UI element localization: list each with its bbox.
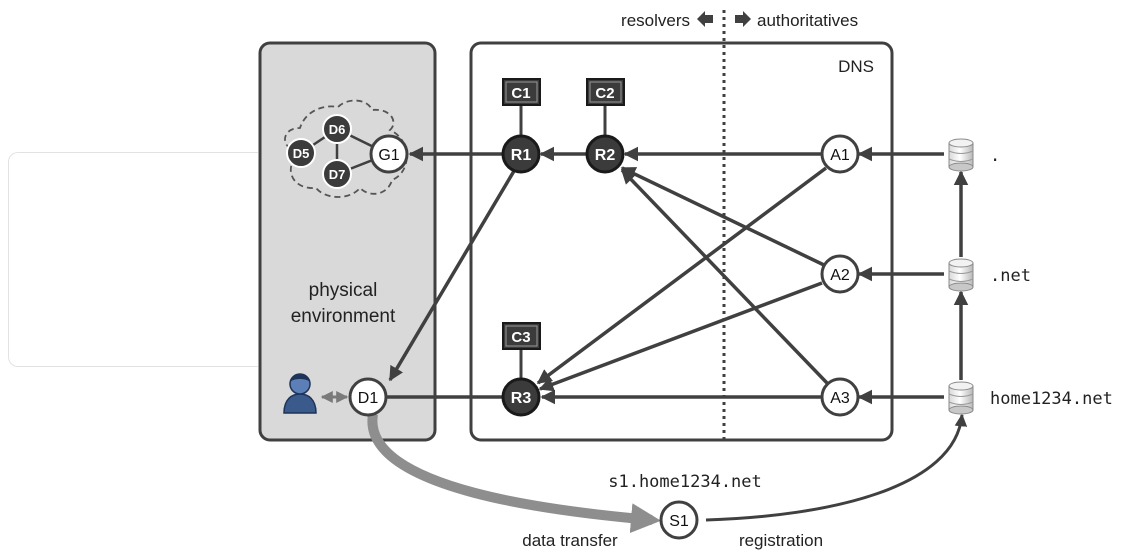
registration-arrow (705, 413, 968, 522)
zone-net-label: .net (990, 266, 1031, 286)
arrow-r1-d1 (388, 170, 516, 382)
authoritative-a1: A1 (820, 134, 860, 174)
service-s1: S1 (659, 500, 699, 540)
data-transfer-arrow (367, 413, 661, 534)
svg-text:D6: D6 (329, 122, 346, 137)
svg-text:D7: D7 (329, 167, 346, 182)
svg-text:A1: A1 (830, 147, 850, 164)
physical-label: physical (309, 280, 378, 301)
svg-text:D5: D5 (293, 146, 310, 161)
client-c1: C1 (502, 78, 541, 106)
side-panel (8, 152, 258, 367)
authoritative-a2: A2 (820, 254, 860, 294)
svg-text:G1: G1 (378, 147, 399, 164)
svg-text:D1: D1 (358, 390, 379, 407)
authoritative-a3: A3 (820, 377, 860, 417)
client-c1-label: C1 (511, 85, 530, 102)
database-home-icon (948, 381, 974, 415)
resolver-r3: R3 (501, 377, 541, 417)
node-g1: G1 (369, 134, 409, 174)
data-transfer-label: data transfer (522, 531, 618, 550)
zone-root-label: . (990, 146, 1000, 166)
client-c2-label: C2 (595, 85, 614, 102)
authoritatives-label: authoritatives (757, 11, 858, 30)
client-c3-label: C3 (511, 329, 530, 346)
physical-environment-panel (258, 41, 437, 442)
client-c2: C2 (586, 78, 625, 106)
svg-text:A2: A2 (830, 267, 850, 284)
node-d1: D1 (348, 377, 388, 417)
service-name-label: s1.home1234.net (608, 472, 762, 492)
environment-label: environment (291, 306, 396, 327)
left-block-arrow-icon (697, 11, 713, 27)
svg-text:R1: R1 (511, 147, 532, 164)
node-d7: D7 (322, 159, 352, 189)
arrow-a1-r3 (536, 166, 828, 385)
database-root-icon (948, 138, 974, 172)
arrow-a3-r2 (620, 168, 829, 385)
database-net-icon (948, 258, 974, 292)
resolvers-label: resolvers (621, 11, 690, 30)
home-network-cloud (284, 99, 408, 198)
svg-text:A3: A3 (830, 390, 850, 407)
svg-text:R2: R2 (595, 147, 616, 164)
svg-text:R3: R3 (511, 390, 532, 407)
zone-home-label: home1234.net (990, 389, 1113, 409)
client-c3: C3 (502, 322, 541, 350)
arrow-a2-r3 (538, 281, 823, 392)
right-block-arrow-icon (735, 11, 751, 27)
user-icon (283, 373, 317, 414)
node-d5: D5 (286, 138, 316, 168)
svg-text:S1: S1 (669, 513, 689, 530)
dns-label: DNS (838, 57, 874, 76)
registration-label: registration (739, 531, 823, 550)
arrow-a2-r2 (620, 166, 825, 267)
resolver-r1: R1 (501, 134, 541, 174)
node-d6: D6 (322, 114, 352, 144)
resolver-r2: R2 (585, 134, 625, 174)
